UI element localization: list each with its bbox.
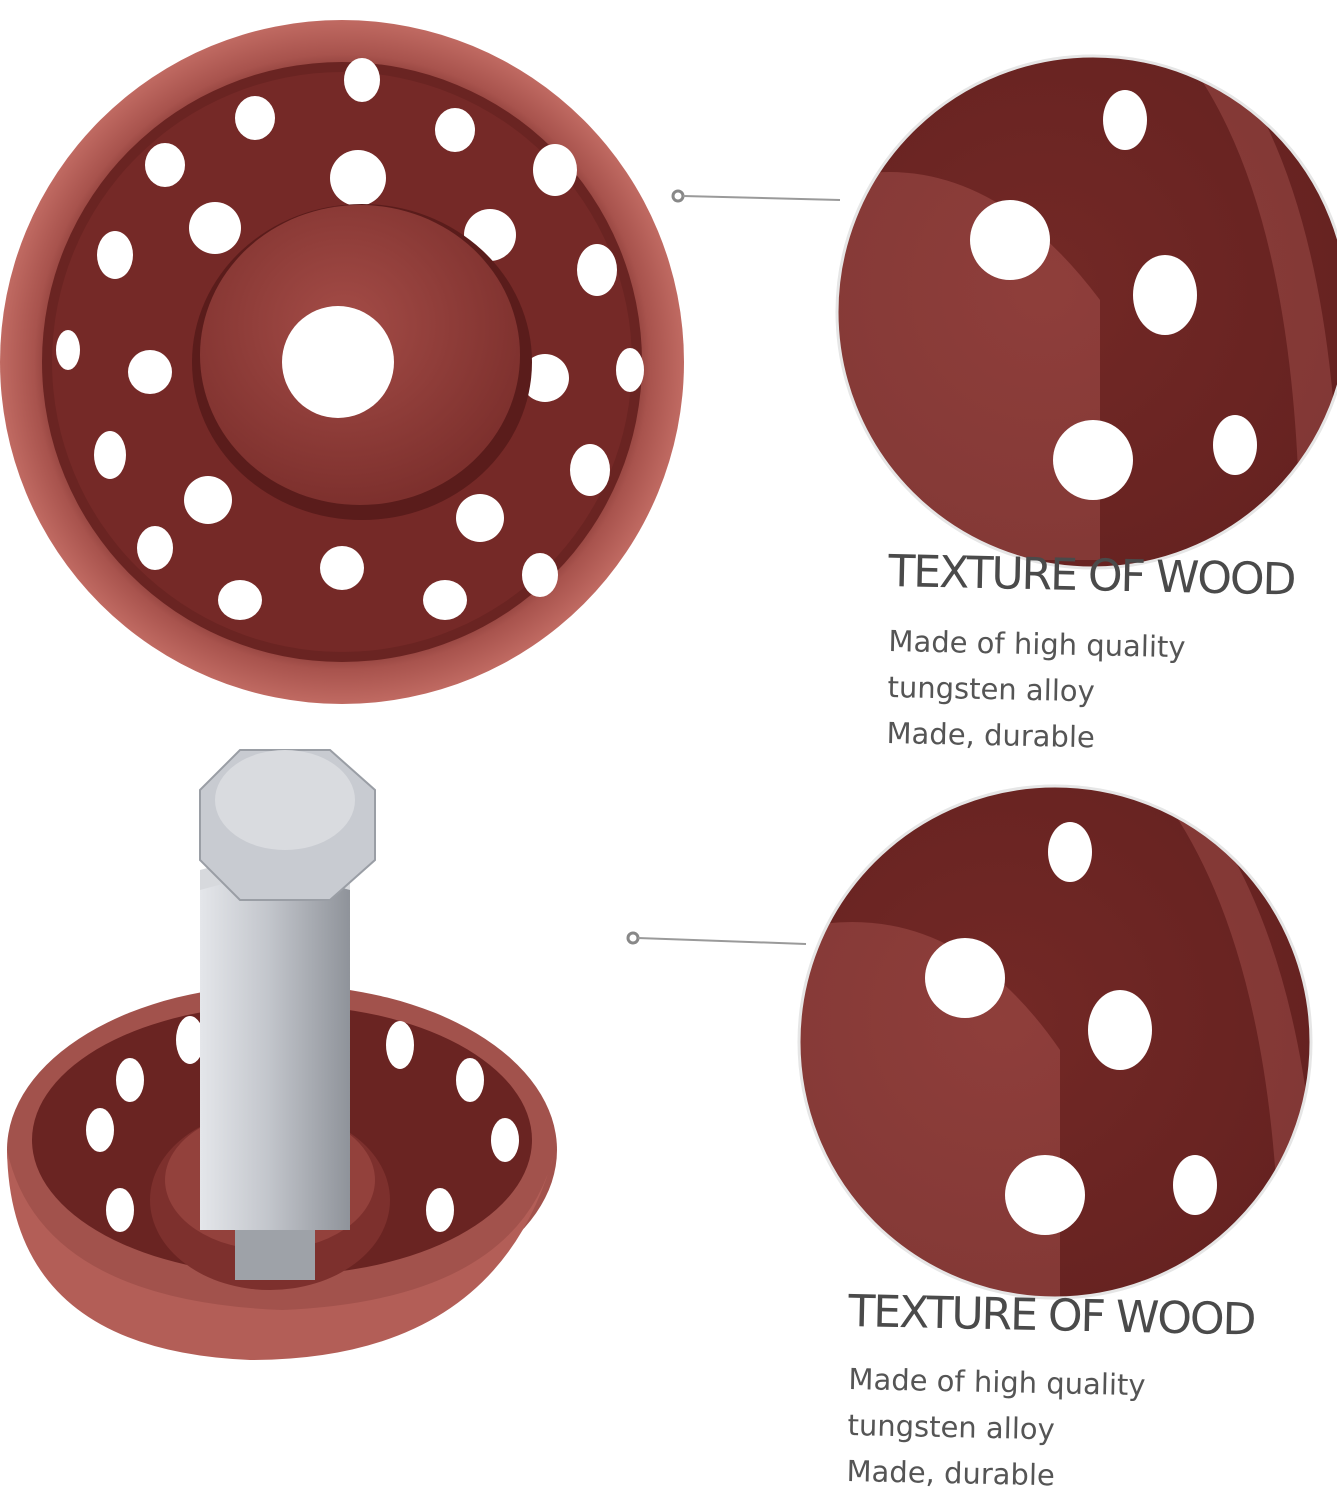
zoom-detail-top <box>837 56 1337 568</box>
callout-heading: TEXTURE OF WOOD <box>887 546 1295 606</box>
grinding-disc-with-shaft <box>7 749 557 1360</box>
callout-leader-top <box>671 189 841 203</box>
description-line: Made, durable <box>846 1453 1056 1493</box>
product-panel-top: TEXTURE OF WOOD Made of high quality tun… <box>0 20 1337 754</box>
description-line: tungsten alloy <box>847 1407 1056 1447</box>
description-line: Made of high quality <box>848 1361 1146 1403</box>
description-line: tungsten alloy <box>887 669 1096 709</box>
grinding-disc-front-view <box>0 20 684 704</box>
bottom-illustration <box>7 749 807 1360</box>
product-panel-bottom: TEXTURE OF WOOD Made of high quality tun… <box>0 740 1337 1500</box>
callout-description: Made of high quality tungsten alloy Made… <box>846 1356 1146 1500</box>
top-illustration <box>0 20 1337 704</box>
callout-heading: TEXTURE OF WOOD <box>847 1286 1255 1346</box>
bottom-zoom <box>797 784 1313 1300</box>
description-line: Made of high quality <box>888 623 1186 665</box>
callout-leader-bottom <box>626 931 807 945</box>
